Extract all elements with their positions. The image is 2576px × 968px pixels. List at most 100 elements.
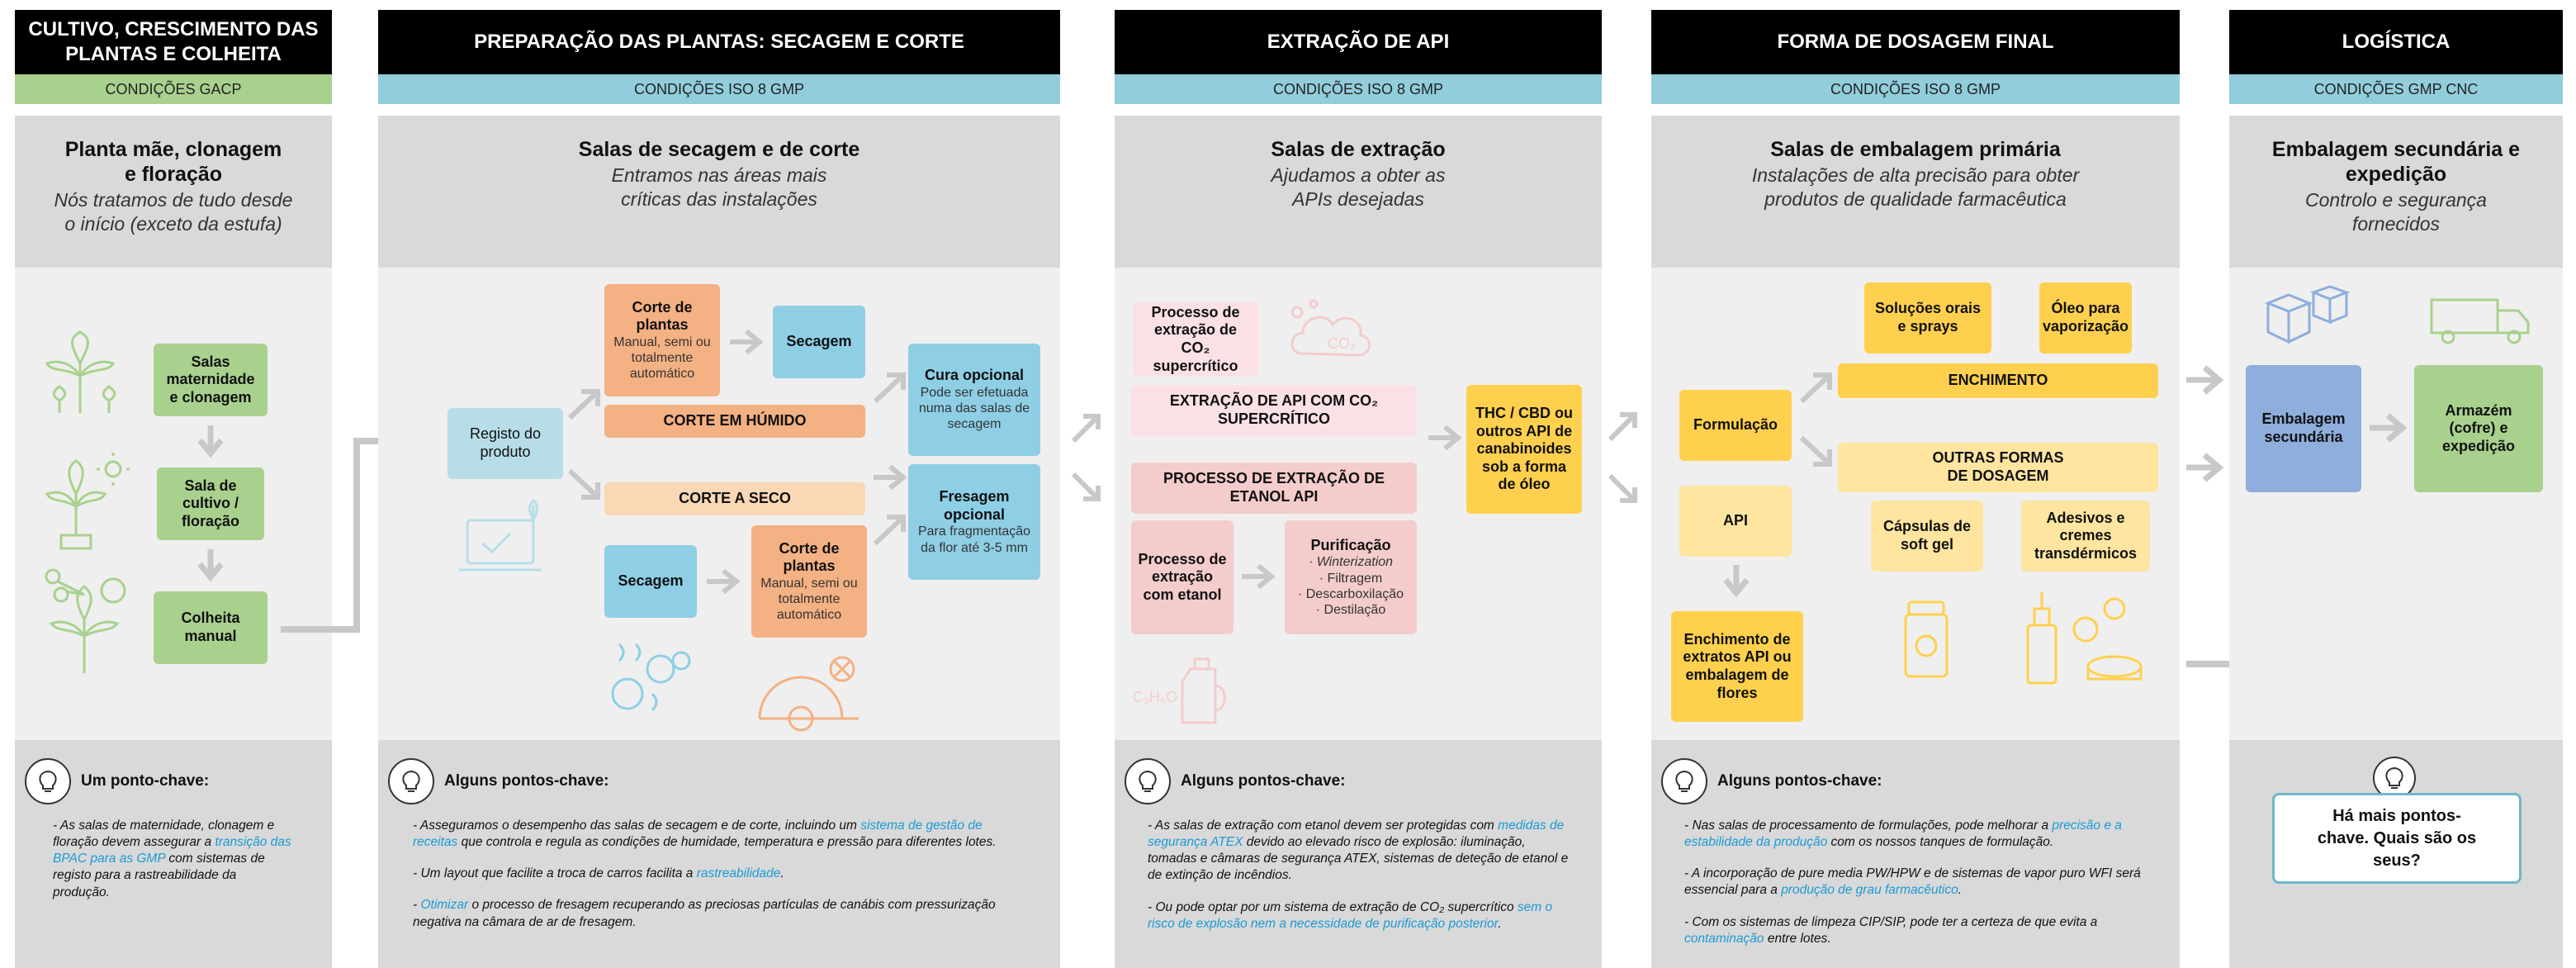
box-solucoes-orais: Soluções orais e sprays [1864, 282, 1991, 354]
box-corte-plantas-2: Corte de plantas Manual, semi ou totalme… [751, 525, 867, 638]
keypoint-item: - Otimizar o processo de fresagem recupe… [413, 897, 1007, 930]
keypoint-text: - Nas salas de processamento de formulaç… [1684, 819, 2053, 833]
lightbulb-icon [1661, 758, 1707, 804]
arrow-right [2370, 413, 2408, 443]
box-title: Corte de plantas [779, 539, 840, 575]
keypoint-link[interactable]: transição das BPAC para as GMP [53, 835, 291, 866]
keypoint-text: o processo de fresagem recuperando as pr… [413, 898, 996, 929]
box-corte-seco: CORTE A SECO [604, 482, 865, 515]
keypoint-link[interactable]: produção de grau farmacêutico [1781, 883, 1958, 898]
keypoint-link[interactable]: sistema de gestão de receitas [413, 819, 983, 850]
keypoints-heading-text: Um ponto-chave: [81, 772, 210, 790]
pill-bottle-icon [1904, 600, 1949, 678]
keypoint-text: - Asseguramos o desempenho das salas de … [413, 819, 861, 833]
column-header-logistica: LOGÍSTICA [2229, 10, 2563, 74]
box-subtitle: Para fragmentação da flor até 3-5 mm [917, 524, 1031, 555]
column-header-preparacao: PREPARAÇÃO DAS PLANTAS: SECAGEM E CORTE [378, 10, 1060, 74]
box-etanol-api: PROCESSO DE EXTRAÇÃO DE ETANOL API [1131, 463, 1417, 514]
dropper-cream-icon [2026, 592, 2143, 685]
keypoints-heading: Alguns pontos-chave: [388, 758, 609, 804]
box-processo-co2: Processo de extração de CO₂ supercrítico [1133, 302, 1258, 377]
harvest-scissors-icon [45, 568, 126, 673]
arrow-right [730, 329, 764, 355]
box-armazem-expedicao: Armazém (cofre) e expedição [2414, 365, 2543, 492]
arrow-diag-up [873, 372, 906, 404]
arrow-right [2186, 453, 2224, 482]
lightbulb-icon [25, 758, 71, 804]
keypoint-link[interactable]: precisão e a estabilidade da produção [1684, 819, 2122, 850]
arrow-down [197, 425, 224, 458]
condition-iso8: CONDIÇÕES ISO 8 GMP [378, 74, 1060, 104]
keypoints-text: - As salas de extração com etanol devem … [1148, 818, 1577, 947]
column-subtitle: Nós tratamos de tudo desde o início (exc… [54, 189, 293, 235]
keypoint-text: - Com os sistemas de limpeza CIP/SIP, po… [1684, 914, 2098, 929]
keypoints-heading-text: Alguns pontos-chave: [444, 772, 609, 790]
column-title-box: Salas de secagem e de corte Entramos nas… [378, 116, 1060, 268]
purificacao-item: · Descarboxilação [1297, 586, 1404, 601]
column-subtitle: Ajudamos a obter as APIs desejadas [1271, 164, 1446, 210]
arrow-diag-up [1071, 414, 1101, 444]
keypoints-area-preparacao [378, 740, 1060, 968]
column-subtitle: Instalações de alta precisão para obter … [1751, 164, 2080, 210]
keypoint-text: que controla e regula as condições de hu… [457, 835, 997, 850]
box-title: Corte de plantas [632, 298, 693, 334]
keypoint-item: - Nas salas de processamento de formulaç… [1684, 818, 2155, 851]
keypoint-text: com os nossos tanques de formulação. [1827, 835, 2054, 850]
keypoint-link[interactable]: contaminação [1684, 931, 1764, 946]
boxes-icon [2264, 285, 2351, 344]
plant-icon [45, 330, 116, 413]
keypoint-item: - As salas de extração com etanol devem … [1148, 818, 1577, 885]
condition-iso8: CONDIÇÕES ISO 8 GMP [1651, 74, 2180, 104]
keypoints-heading: Alguns pontos-chave: [1125, 758, 1346, 804]
keypoint-text: - [413, 898, 421, 913]
question-text: Há mais pontos-chave. Quais são os seus? [2317, 806, 2477, 870]
keypoints-text: - Nas salas de processamento de formulaç… [1684, 818, 2155, 962]
keypoints-text: - Asseguramos o desempenho das salas de … [413, 818, 1007, 946]
keypoints-heading: Um ponto-chave: [25, 758, 209, 804]
keypoint-text: - As salas de maternidade, clonagem e fl… [53, 819, 275, 850]
keypoint-link[interactable]: rastreabilidade [696, 866, 781, 881]
keypoint-text: . [1958, 883, 1963, 898]
arrow-diag-down [567, 468, 600, 500]
ethanol-canister-icon: C₂H₆O [1133, 657, 1226, 724]
keypoints-heading-text: Alguns pontos-chave: [1181, 772, 1346, 790]
mold-bacteria-icon [611, 643, 691, 712]
column-header-extracao: EXTRAÇÃO DE API [1115, 10, 1602, 74]
arrow-diag-up [567, 389, 600, 420]
column-title-box: Salas de embalagem primária Instalações … [1651, 116, 2180, 268]
box-title: Purificação [1310, 536, 1391, 553]
keypoint-link[interactable]: sem o risco de explosão nem a necessidad… [1148, 899, 1553, 931]
condition-gmp-cnc: CONDIÇÕES GMP CNC [2229, 74, 2563, 104]
keypoint-item: - Ou pode optar por um sistema de extraç… [1148, 899, 1577, 932]
column-title: Salas de extração [1271, 138, 1446, 161]
lightbulb-icon [1125, 758, 1171, 804]
keypoint-link[interactable]: medidas de segurança ATEX [1148, 819, 1565, 850]
column-title: Salas de secagem e de corte [578, 138, 860, 161]
saw-blade-icon [758, 656, 859, 732]
box-processo-etanol: Processo de extração com etanol [1131, 520, 1234, 634]
column-title: Planta mãe, clonagem e floração [64, 138, 282, 186]
keypoint-item: - Asseguramos o desempenho das salas de … [413, 818, 1007, 851]
keypoint-item: - Com os sistemas de limpeza CIP/SIP, po… [1684, 914, 2155, 947]
keypoints-heading: Alguns pontos-chave: [1661, 758, 1882, 804]
keypoint-link[interactable]: Otimizar [420, 898, 469, 913]
arrow-right [2186, 365, 2224, 395]
keypoint-text: - As salas de extração com etanol devem … [1148, 819, 1499, 833]
box-secagem-2: Secagem [604, 545, 697, 618]
column-title: Salas de embalagem primária [1770, 138, 2061, 161]
box-registo-produto: Registo do produto [447, 408, 563, 479]
condition-iso8: CONDIÇÕES ISO 8 GMP [1115, 74, 1602, 104]
box-corte-plantas-1: Corte de plantas Manual, semi ou totalme… [604, 284, 720, 396]
column-subtitle: Entramos nas áreas mais críticas das ins… [611, 164, 827, 210]
column-title-box: Planta mãe, clonagem e floração Nós trat… [15, 116, 332, 268]
co2-cloud-icon: CO₂ [1290, 299, 1371, 357]
arrow-diag-down [1799, 435, 1832, 467]
keypoints-area-extracao [1115, 740, 1602, 968]
arrow-diag-down [1071, 472, 1101, 501]
question-box: Há mais pontos-chave. Quais são os seus? [2272, 793, 2522, 884]
keypoint-text: . [780, 866, 784, 881]
box-salas-maternidade: Salas maternidade e clonagem [154, 344, 268, 416]
arrow-right [1242, 563, 1276, 590]
box-title: Fresagem opcional [939, 488, 1010, 523]
box-formulacao: Formulação [1679, 390, 1792, 461]
